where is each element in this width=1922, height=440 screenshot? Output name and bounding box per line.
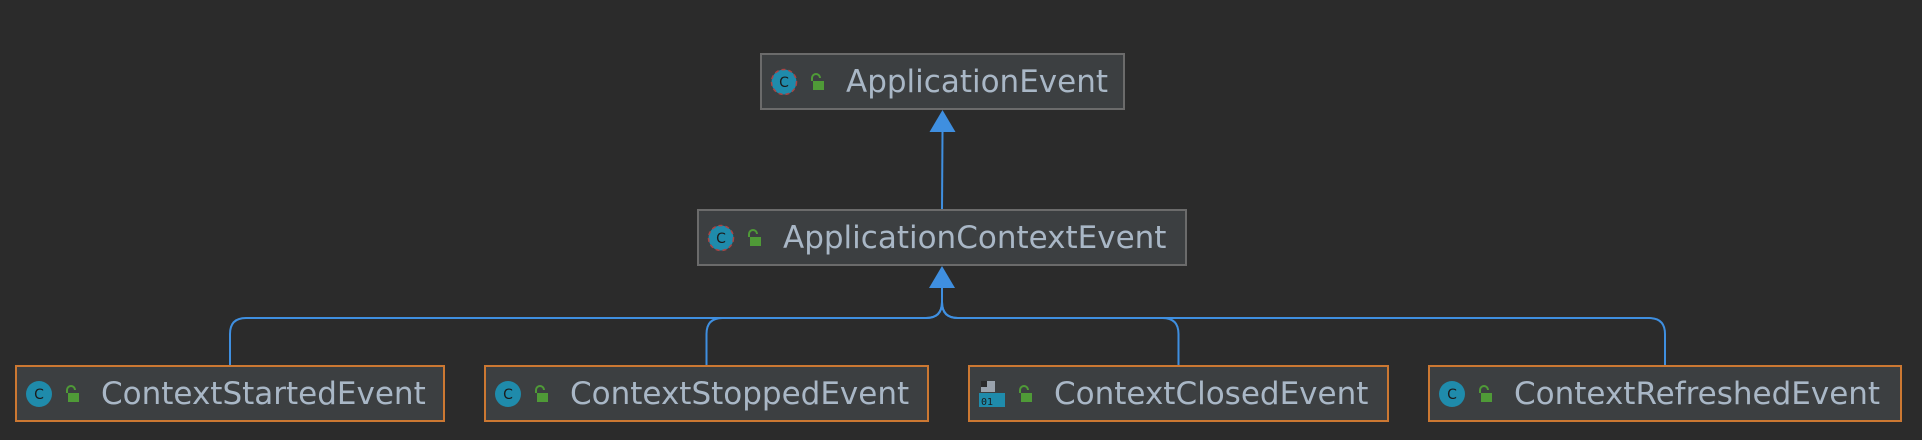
node-context-stopped-event[interactable]: C ContextStoppedEvent <box>484 365 929 422</box>
svg-text:C: C <box>1447 387 1457 403</box>
public-lock-icon <box>535 384 548 402</box>
class-icon: C <box>26 380 52 407</box>
node-application-event[interactable]: C ApplicationEvent <box>760 53 1125 110</box>
node-application-context-event[interactable]: C ApplicationContextEvent <box>697 209 1187 266</box>
svg-text:C: C <box>716 231 726 247</box>
svg-text:C: C <box>34 387 44 403</box>
svg-text:C: C <box>779 75 789 91</box>
edge-context-refreshed-event-to-application-context-event <box>941 288 1666 365</box>
node-label: ContextStoppedEvent <box>570 375 910 412</box>
edge-context-stopped-event-to-application-context-event <box>705 288 943 365</box>
node-label: ContextClosedEvent <box>1054 375 1369 412</box>
node-label: ContextRefreshedEvent <box>1514 375 1881 412</box>
public-lock-icon <box>1479 384 1492 402</box>
edge-context-started-event-to-application-context-event <box>229 288 943 365</box>
node-context-closed-event[interactable]: 01 ContextClosedEvent <box>968 365 1389 422</box>
node-context-refreshed-event[interactable]: C ContextRefreshedEvent <box>1428 365 1902 422</box>
node-label: ApplicationContextEvent <box>783 219 1167 256</box>
public-lock-icon <box>66 384 79 402</box>
abstract-class-icon: C <box>707 224 735 251</box>
edge-application-context-event-to-application-event <box>941 131 944 210</box>
compiled-class-icon: 01 <box>979 380 1005 408</box>
public-lock-icon <box>1019 384 1032 402</box>
class-icon: C <box>1439 380 1465 407</box>
node-label: ApplicationEvent <box>846 63 1109 100</box>
abstract-class-icon: C <box>770 68 798 95</box>
svg-text:01: 01 <box>981 397 993 408</box>
svg-text:C: C <box>503 387 513 403</box>
arrowhead-application-event <box>929 110 956 132</box>
node-context-started-event[interactable]: C ContextStartedEvent <box>15 365 445 422</box>
node-label: ContextStartedEvent <box>101 375 426 412</box>
public-lock-icon <box>811 72 824 90</box>
public-lock-icon <box>748 228 761 246</box>
class-icon: C <box>495 380 521 407</box>
edge-context-closed-event-to-application-context-event <box>941 288 1180 365</box>
arrowhead-application-context-event <box>929 266 955 288</box>
